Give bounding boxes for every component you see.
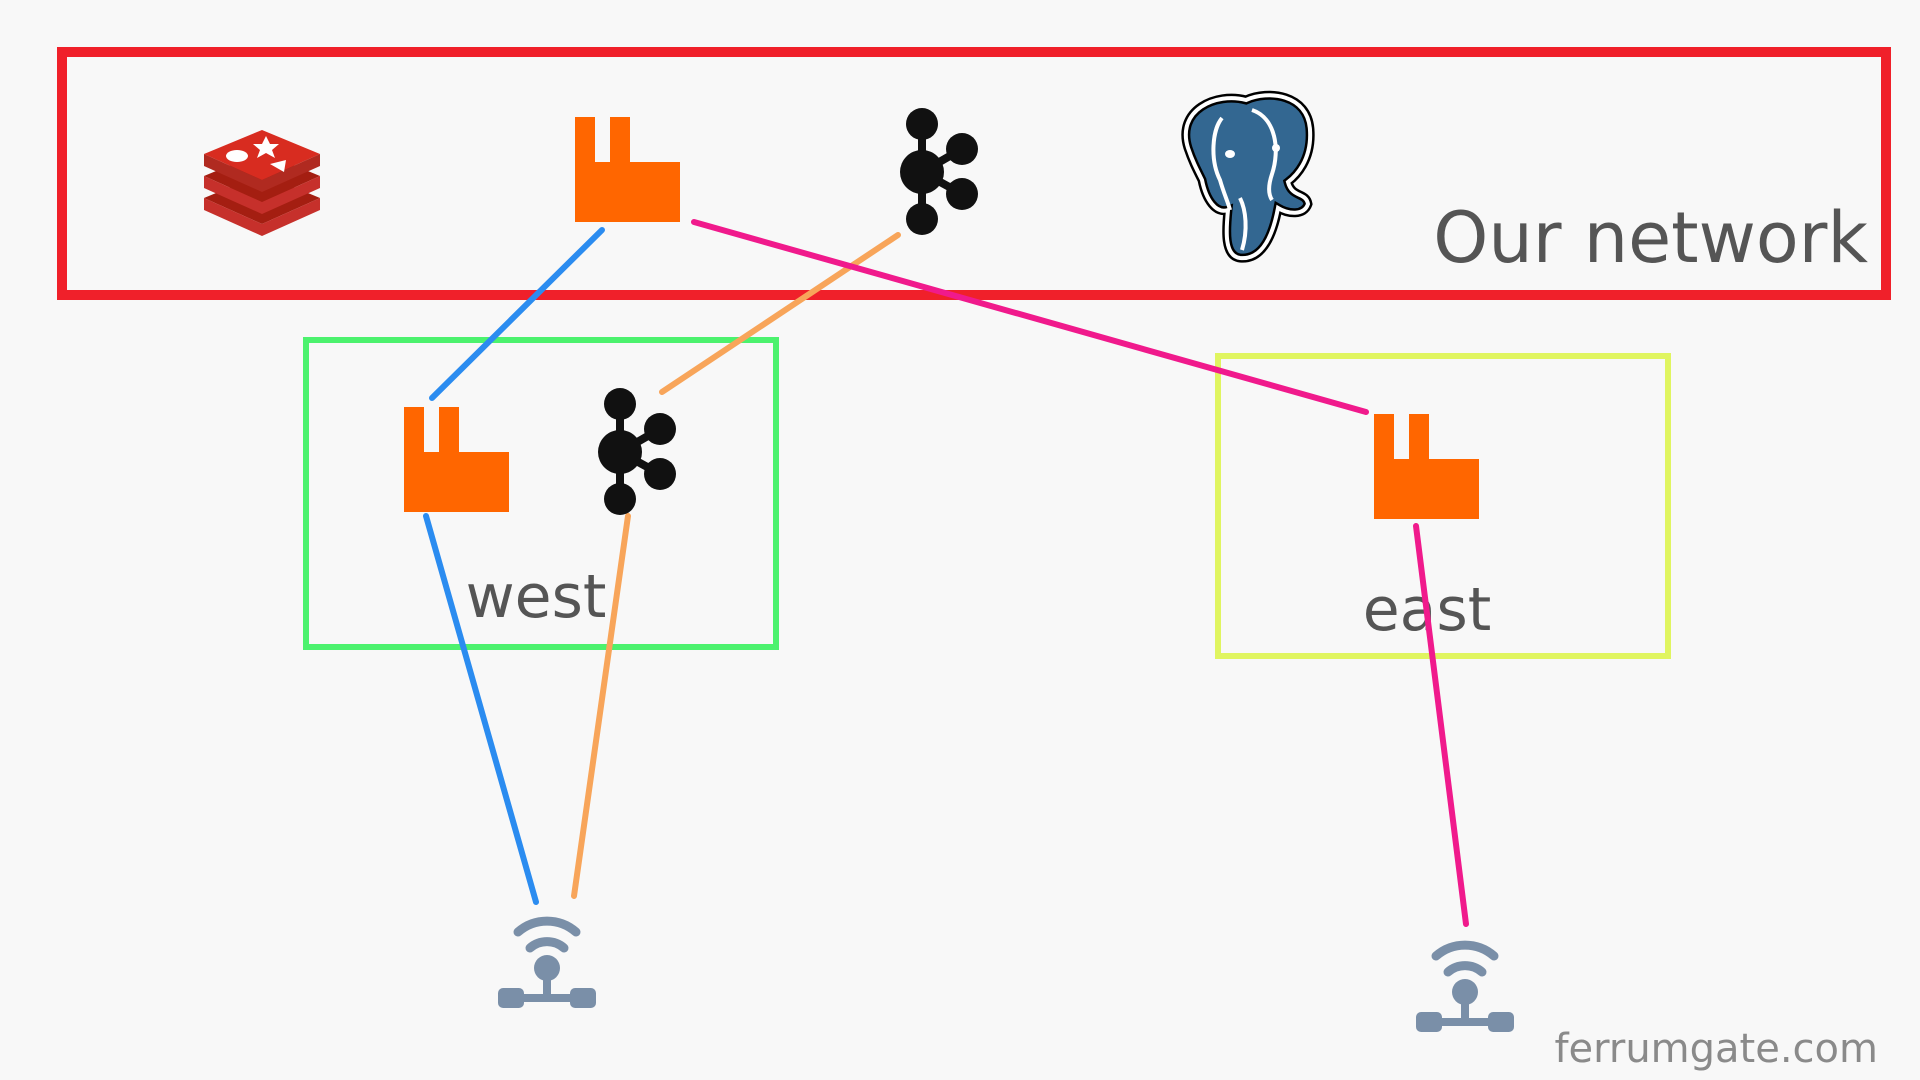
our-network-box xyxy=(57,47,1891,300)
link-west-rabbitmq-client xyxy=(423,513,539,905)
link-network-rabbitmq-west xyxy=(429,227,605,401)
redis-icon xyxy=(204,130,320,236)
postgresql-icon xyxy=(1181,90,1315,263)
west-gateway-label: west xyxy=(466,562,607,632)
east-gateway-box xyxy=(1215,353,1671,659)
link-west-kafka-client xyxy=(571,513,631,899)
west-rabbitmq-icon xyxy=(404,407,509,512)
link-east-rabbitmq-client xyxy=(1413,523,1469,927)
link-network-rabbitmq-east xyxy=(691,219,1369,415)
link-network-kafka-west xyxy=(659,232,901,395)
watermark: ferrumgate.com xyxy=(1554,1026,1878,1072)
east-rabbitmq-icon xyxy=(1374,414,1479,519)
east-network-client-icon xyxy=(1416,945,1514,1032)
west-gateway-box xyxy=(303,337,779,650)
west-network-client-icon xyxy=(498,921,596,1008)
west-kafka-icon xyxy=(598,388,676,515)
our-network-label: Our network xyxy=(1433,197,1868,279)
kafka-icon xyxy=(900,108,978,235)
rabbitmq-icon xyxy=(575,117,680,222)
connection-lines xyxy=(423,219,1469,927)
